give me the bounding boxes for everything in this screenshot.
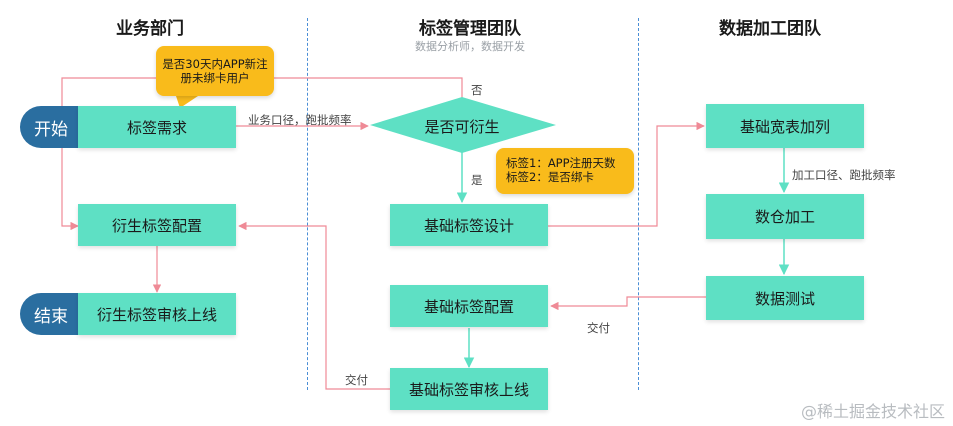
node-decision-label: 是否可衍生 (424, 118, 500, 136)
callout-tags-line-2: 标签2：是否绑卡 (506, 170, 594, 184)
start-terminal: 开始 (20, 106, 82, 148)
edge-decision-no (61, 77, 463, 231)
edge-label-yes: 是 (471, 173, 483, 187)
node-testing: 数据测试 (706, 276, 864, 320)
edge-testing-to-basic-config (550, 296, 706, 311)
edge-label-deliver-2: 交付 (345, 373, 368, 387)
lane-divider-2 (638, 18, 639, 390)
node-basic-design: 基础标签设计 (390, 204, 548, 246)
edge-design-to-wide-table (548, 121, 705, 227)
callout-tail-new-users (176, 96, 198, 108)
callout-tags: 标签1：APP注册天数 标签2：是否绑卡 (496, 148, 634, 194)
node-basic-review: 基础标签审核上线 (390, 368, 548, 410)
lane-title-processing: 数据加工团队 (719, 19, 821, 39)
lane-title-business: 业务部门 (116, 19, 184, 39)
node-derived-review: 衍生标签审核上线 (78, 293, 236, 335)
edge-label-processing-scope: 加工口径、跑批频率 (792, 168, 896, 182)
edge-label-business-scope: 业务口径，跑批频率 (248, 113, 352, 127)
watermark: @稀土掘金技术社区 (800, 402, 945, 421)
lane-title-tagging: 标签管理团队 (419, 19, 521, 39)
node-wide-table: 基础宽表加列 (706, 104, 864, 148)
node-tag-request: 标签需求 (78, 106, 236, 148)
decision-diamond (370, 97, 556, 153)
edge-label-deliver-1: 交付 (587, 321, 610, 335)
callout-new-users: 是否30天内APP新注册未绑卡用户 (156, 46, 274, 96)
edge-basic-review-to-derived-config (238, 221, 390, 390)
node-basic-config: 基础标签配置 (390, 285, 548, 327)
lane-divider-1 (307, 18, 308, 390)
callout-new-users-text: 是否30天内APP新注册未绑卡用户 (162, 57, 268, 85)
end-terminal: 结束 (20, 293, 82, 335)
lane-subtitle-tagging: 数据分析师，数据开发 (415, 40, 525, 53)
edge-label-no: 否 (471, 83, 483, 97)
callout-tags-line-1: 标签1：APP注册天数 (506, 156, 616, 170)
node-warehouse: 数仓加工 (706, 194, 864, 239)
node-derived-config: 衍生标签配置 (78, 204, 236, 246)
